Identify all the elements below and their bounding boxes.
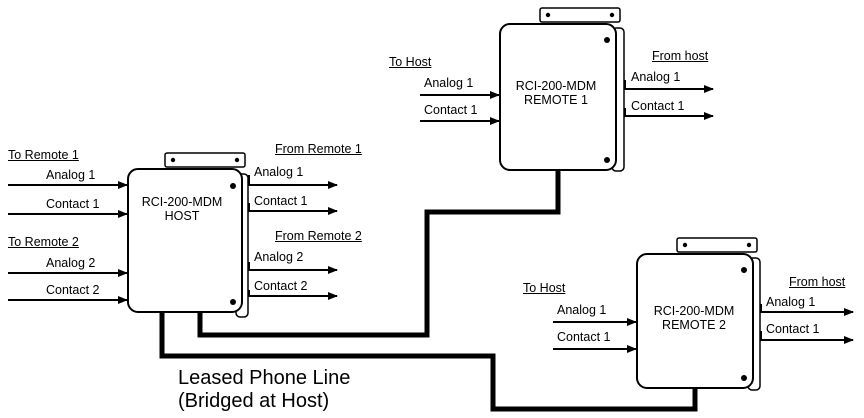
host-out-analog1-label: Analog 1 bbox=[254, 165, 304, 179]
host-out-analog2-label: Analog 2 bbox=[254, 250, 304, 264]
host-enclosure bbox=[127, 152, 249, 318]
caption-line2: (Bridged at Host) bbox=[178, 390, 330, 412]
remote1-title-line1: RCI-200-MDM bbox=[515, 79, 597, 93]
host-out-contact1-arrow bbox=[248, 203, 338, 215]
remote1-out-analog1-label: Analog 1 bbox=[631, 70, 681, 84]
remote2-to-host-heading: To Host bbox=[523, 281, 566, 295]
host-to-remote1-heading: To Remote 1 bbox=[8, 148, 79, 162]
remote2-enclosure bbox=[636, 237, 761, 391]
host-out-contact2-arrow bbox=[248, 290, 338, 300]
remote2-title: RCI-200-MDM REMOTE 2 bbox=[653, 304, 735, 333]
remote2-in-contact1-label: Contact 1 bbox=[557, 330, 611, 344]
remote2-out-analog1-label: Analog 1 bbox=[766, 295, 816, 309]
remote2-in-analog1-label: Analog 1 bbox=[557, 303, 607, 317]
host-out-contact1-label: Contact 1 bbox=[254, 194, 308, 208]
remote1-to-host-heading: To Host bbox=[389, 55, 432, 69]
remote1-title: RCI-200-MDM REMOTE 1 bbox=[515, 79, 597, 108]
remote1-in-analog1-label: Analog 1 bbox=[424, 76, 474, 90]
host-out-analog2-arrow bbox=[248, 262, 338, 274]
host-title-line2: HOST bbox=[164, 208, 200, 223]
remote1-out-analog1-arrow bbox=[624, 80, 714, 93]
remote1-out-contact1-arrow bbox=[624, 108, 714, 120]
remote1-title-line2: REMOTE 1 bbox=[524, 92, 588, 107]
host-from-remote2-heading: From Remote 2 bbox=[275, 229, 362, 243]
host-from-remote1-heading: From Remote 1 bbox=[275, 142, 362, 156]
remote1-in-contact1-label: Contact 1 bbox=[424, 103, 478, 117]
host-title-line1: RCI-200-MDM bbox=[141, 195, 223, 209]
remote1-from-host-heading: From host bbox=[652, 49, 709, 63]
host-out-contact2-label: Contact 2 bbox=[254, 279, 308, 293]
host-out-analog1-arrow bbox=[248, 175, 338, 189]
phone-line-host-remote1 bbox=[197, 170, 561, 338]
remote2-from-host-heading: From host bbox=[789, 275, 846, 289]
host-in-analog2-label: Analog 2 bbox=[46, 256, 96, 270]
host-in-contact1-label: Contact 1 bbox=[46, 197, 100, 211]
host-in-analog1-label: Analog 1 bbox=[46, 168, 96, 182]
remote2-title-line2: REMOTE 2 bbox=[662, 317, 726, 332]
host-to-remote2-heading: To Remote 2 bbox=[8, 235, 79, 249]
remote2-out-contact1-arrow bbox=[760, 331, 854, 344]
remote1-out-contact1-label: Contact 1 bbox=[631, 99, 685, 113]
phone-line-caption: Leased Phone Line (Bridged at Host) bbox=[178, 367, 350, 413]
remote2-out-contact1-label: Contact 1 bbox=[766, 322, 820, 336]
host-title: RCI-200-MDM HOST bbox=[141, 195, 223, 224]
host-in-contact2-label: Contact 2 bbox=[46, 283, 100, 297]
remote1-enclosure bbox=[499, 7, 625, 172]
caption-line1: Leased Phone Line bbox=[178, 367, 351, 389]
phone-line-host-remote2 bbox=[159, 300, 698, 412]
remote2-title-line1: RCI-200-MDM bbox=[653, 304, 735, 318]
remote2-out-analog1-arrow bbox=[760, 304, 854, 316]
